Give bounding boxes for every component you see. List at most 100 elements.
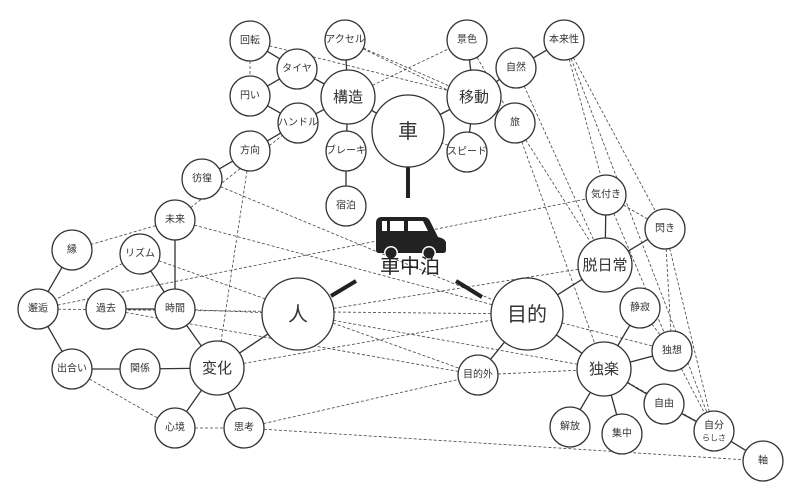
node-kaiten[interactable]: 回転 [229, 20, 271, 62]
node-circle [229, 75, 271, 117]
node-accel[interactable]: アクセル [324, 19, 366, 61]
node-mokuteki[interactable]: 目的 [490, 277, 564, 351]
solid-link-idou-kuruma [439, 108, 451, 116]
node-circle [576, 341, 632, 397]
dashed-link-shikou-mokutekigai [263, 379, 459, 424]
node-circle [119, 348, 161, 390]
node-label: 景色 [457, 33, 477, 46]
solid-link-henka-shikou [227, 392, 237, 411]
solid-link-handle-kouzou [315, 108, 325, 115]
node-circle [457, 354, 499, 396]
node-label: 解放 [560, 420, 580, 433]
node-circle [181, 158, 223, 200]
dashed-link-dokusou-jibunrashisa [680, 368, 706, 414]
node-circle [651, 330, 693, 372]
node-mokutekigai[interactable]: 目的外 [457, 354, 499, 396]
node-en[interactable]: 縁 [51, 229, 93, 271]
node-shinkyou[interactable]: 心境 [154, 407, 196, 449]
node-circle [154, 199, 196, 241]
dashed-link-houkou2-mokuteki [220, 186, 494, 301]
node-seijaku[interactable]: 静寂 [619, 287, 661, 329]
solid-link-taiya-kouzou [314, 78, 325, 85]
solid-link-marui-handle [267, 105, 281, 114]
dashed-link-deai-shinkyou [89, 378, 158, 419]
center-topic[interactable]: 車中泊 [376, 217, 446, 278]
node-circle [693, 410, 735, 452]
node-tabi[interactable]: 旅 [494, 102, 536, 144]
node-rhythm[interactable]: リズム [119, 233, 161, 275]
node-houkou[interactable]: 方向 [229, 130, 271, 172]
node-circle [543, 19, 585, 61]
node-keshiki[interactable]: 景色 [446, 19, 488, 61]
node-label: 思考 [234, 422, 254, 434]
node-brake[interactable]: ブレーキ [325, 130, 367, 172]
node-label: 自分 [704, 419, 724, 432]
node-label: 回転 [240, 35, 260, 47]
node-taiya[interactable]: タイヤ [276, 48, 318, 90]
solid-link-dokuraku-kaihou [579, 391, 591, 411]
node-label: タイヤ [282, 63, 312, 75]
node-kankei[interactable]: 関係 [119, 348, 161, 390]
node-label: アクセル [325, 34, 365, 46]
node-jiyuu[interactable]: 自由 [643, 383, 685, 425]
node-label: 目的 [507, 302, 547, 326]
node-dokusou[interactable]: 独想 [651, 330, 693, 372]
node-circle [85, 288, 127, 330]
node-shukuhaku[interactable]: 宿泊 [325, 185, 367, 227]
node-kako[interactable]: 過去 [85, 288, 127, 330]
node-datsunichijou[interactable]: 脱日常 [577, 237, 633, 293]
node-shizen[interactable]: 自然 [495, 47, 537, 89]
node-label: 独想 [662, 344, 682, 357]
solid-link-mokuteki-mokutekigai [490, 341, 505, 360]
node-label: 円い [240, 91, 260, 102]
node-marui[interactable]: 円い [229, 75, 271, 117]
solid-link-mokuteki-datsunichijou [557, 278, 583, 296]
car-icon [376, 217, 446, 259]
node-circle [223, 407, 265, 449]
node-label: 気付き [591, 188, 621, 201]
node-label: 縁 [67, 243, 77, 256]
node-deai[interactable]: 出合い [51, 348, 93, 390]
node-henka[interactable]: 変化 [189, 340, 245, 396]
node-idou[interactable]: 移動 [446, 69, 502, 125]
node-circle [325, 130, 367, 172]
node-handle[interactable]: ハンドル [277, 102, 319, 144]
node-kaikou[interactable]: 邂逅 [17, 288, 59, 330]
node-shuuchuu[interactable]: 集中 [601, 413, 643, 455]
node-circle [119, 233, 161, 275]
node-mirai[interactable]: 未来 [154, 199, 196, 241]
solid-link-kouzou-kuruma [371, 109, 377, 114]
node-houkou2[interactable]: 彷徨 [181, 158, 223, 200]
dashed-link-houkou-henka [220, 170, 248, 342]
node-kaihou[interactable]: 解放 [549, 406, 591, 448]
node-label: 集中 [612, 427, 632, 440]
node-label: 彷徨 [192, 172, 212, 185]
dashed-link-rhythm-mokutekigai [158, 260, 460, 369]
node-circle [324, 19, 366, 61]
node-circle [371, 94, 445, 168]
node-shikou[interactable]: 思考 [223, 407, 265, 449]
solid-link-en-kaikou [47, 267, 63, 292]
node-hito[interactable]: 人 [261, 277, 335, 351]
node-dokuraku[interactable]: 独楽 [576, 341, 632, 397]
spoke-to-purpose [454, 279, 484, 299]
node-label: 宿泊 [336, 199, 356, 212]
node-hirameki[interactable]: 閃き [644, 208, 686, 250]
node-circle [643, 383, 685, 425]
dashed-link-tabi-datsunichijou [525, 139, 591, 243]
node-jiku[interactable]: 軸 [742, 440, 784, 482]
node-circle [644, 208, 686, 250]
node-label: 過去 [96, 303, 116, 315]
node-speed[interactable]: スピード [446, 131, 488, 173]
node-kuruma[interactable]: 車 [371, 94, 445, 168]
node-circle [601, 413, 643, 455]
node-kouzou[interactable]: 構造 [320, 69, 376, 125]
node-jikan[interactable]: 時間 [154, 288, 196, 330]
node-kizuki[interactable]: 気付き [585, 174, 627, 216]
node-label: 方向 [240, 144, 260, 157]
node-label: ハンドル [278, 118, 318, 129]
node-honraisei[interactable]: 本来性 [543, 19, 585, 61]
